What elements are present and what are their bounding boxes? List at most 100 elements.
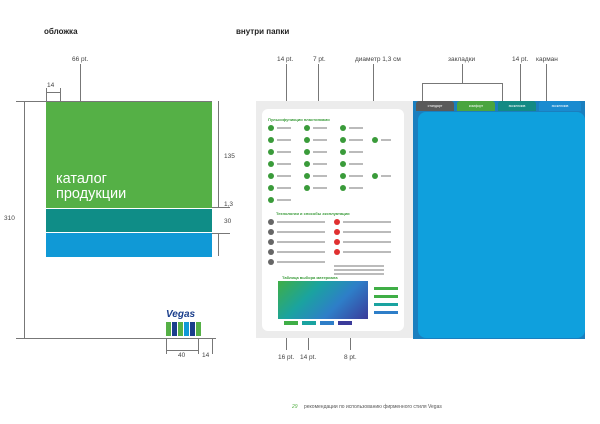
feature-icon (268, 197, 274, 203)
feature-icon (372, 137, 378, 143)
dim-line-66 (80, 64, 81, 134)
feature-icon (268, 149, 274, 155)
dim-label-14pt-top: 14 pt. (277, 56, 294, 63)
dim-line-30 (218, 233, 219, 256)
feature-icon (340, 149, 346, 155)
pointer-line (286, 326, 287, 350)
dim-label-8pt: 8 pt. (344, 354, 357, 361)
folder-inside: Пульсифуникции пластинками Технологии и (256, 101, 416, 338)
cover-teal-band (46, 209, 212, 232)
inner-heading-1: Пульсифуникции пластинками (268, 117, 330, 122)
pointer-line (286, 64, 287, 116)
tabs-bracket (422, 83, 502, 84)
tech-icon (268, 219, 274, 225)
feature-icon (304, 185, 310, 191)
section-title-inside: внутри папки (236, 27, 290, 36)
feature-icon (304, 161, 310, 167)
feature-icon (268, 173, 274, 179)
footer-text: рекомендации по использованию фирменного… (304, 404, 442, 410)
tech-icon (334, 249, 340, 255)
legend-bar (374, 303, 398, 306)
pointer-line (462, 64, 463, 83)
dim-tick (166, 338, 167, 354)
inner-page: Пульсифуникции пластинками Технологии и (262, 109, 404, 331)
dim-label-30: 30 (224, 218, 232, 225)
inner-heading-3: Таблица выбора материала (282, 275, 338, 280)
vegas-logo: Vegas (166, 309, 206, 337)
dim-label-40: 40 (178, 352, 186, 359)
tabs-label: закладки (448, 56, 476, 63)
legend-bar (374, 311, 398, 314)
tab-exclusive-2[interactable]: эксклюзив (539, 101, 581, 111)
feature-icon (340, 161, 346, 167)
tech-icon (334, 219, 340, 225)
pointer-line (350, 326, 351, 350)
tech-icon (268, 259, 274, 265)
tabs-bracket (422, 83, 423, 101)
dim-label-66: 66 pt. (72, 56, 89, 63)
table-footer-swatch (338, 321, 352, 325)
dim-label-1-3: 1,3 (224, 201, 234, 208)
dim-label-diameter: диаметр 1,3 см (355, 56, 401, 63)
pointer-line (308, 326, 309, 350)
inner-heading-2: Технологии и способы эксплуатации (276, 211, 350, 216)
feature-icon (268, 185, 274, 191)
material-table (278, 281, 368, 319)
feature-icon (340, 137, 346, 143)
table-footer-swatch (320, 321, 334, 325)
dim-label-14-bottom: 14 (202, 352, 210, 359)
feature-icon (304, 173, 310, 179)
pocket (418, 112, 585, 338)
tech-icon (268, 239, 274, 245)
pointer-line (520, 64, 521, 101)
tabs-bracket (502, 83, 503, 101)
tab-standard[interactable]: стандарт (416, 101, 454, 111)
cover-green-band (46, 102, 212, 208)
feature-icon (304, 125, 310, 131)
feature-icon (304, 149, 310, 155)
tech-icon (334, 229, 340, 235)
table-footer-swatch (302, 321, 316, 325)
tab-comfort[interactable]: комфорт (457, 101, 495, 111)
feature-icon (372, 173, 378, 179)
feature-icon (340, 173, 346, 179)
feature-icon (268, 161, 274, 167)
dim-tick (212, 338, 213, 354)
dim-label-310: 310 (4, 215, 15, 222)
dim-tick (198, 338, 199, 354)
feature-icon (304, 137, 310, 143)
dim-tick (212, 233, 230, 234)
dim-line-14-top (46, 92, 60, 93)
dim-label-14pt-bottom: 14 pt. (300, 354, 317, 361)
logo-wordmark: Vegas (166, 309, 196, 320)
page-number: 29 (292, 404, 298, 410)
tech-icon (334, 239, 340, 245)
dim-line-40 (166, 350, 198, 351)
table-footer-swatch (284, 321, 298, 325)
tech-icon (268, 249, 274, 255)
feature-icon (268, 137, 274, 143)
legend-bar (374, 287, 398, 290)
catalog-cover: каталог продукции Vegas (46, 102, 212, 338)
section-title-cover: обложка (44, 27, 78, 36)
logo-stripes (166, 322, 206, 336)
dim-label-14pt-pocket: 14 pt. (512, 56, 529, 63)
dim-line-135 (218, 101, 219, 207)
cover-blue-band (46, 233, 212, 257)
dim-tick (46, 88, 47, 102)
feature-icon (340, 125, 346, 131)
tech-icon (268, 229, 274, 235)
dim-line-310 (24, 101, 25, 338)
feature-icon (340, 185, 346, 191)
dim-label-7pt: 7 pt. (313, 56, 326, 63)
pocket-label: карман (536, 56, 558, 63)
dim-label-16pt: 16 pt. (278, 354, 295, 361)
pointer-line (318, 64, 319, 132)
legend-bar (374, 295, 398, 298)
dim-label-14-top: 14 (47, 82, 55, 89)
tab-exclusive[interactable]: эксклюзив (498, 101, 536, 111)
dim-line-bottom (16, 338, 216, 339)
dim-tick (212, 207, 230, 208)
dim-line-top (16, 101, 212, 102)
feature-icon (268, 125, 274, 131)
